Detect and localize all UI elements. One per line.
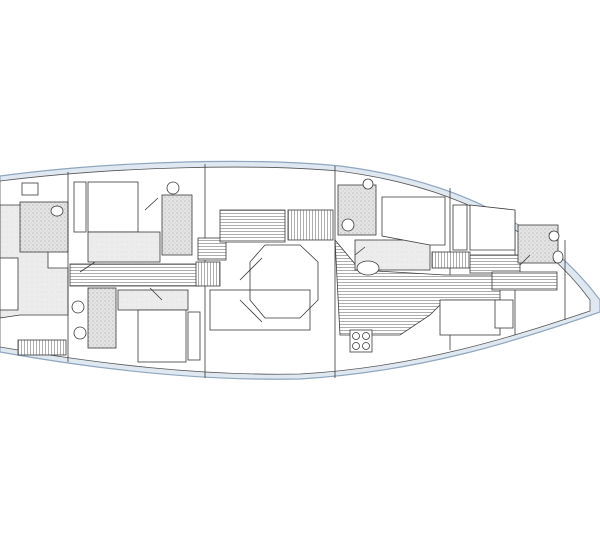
stairs-upper [197,237,227,261]
stove [349,329,373,353]
head-floor [87,287,117,349]
head-floor [161,194,193,256]
shower [71,300,85,314]
cabin-floor [87,231,161,263]
sink [548,230,560,242]
forward-corridor [469,254,521,274]
cabin-bed [381,196,446,246]
stairs [195,261,221,287]
cabin-bed [137,309,187,363]
stairs [431,251,471,269]
cabin-floor [117,289,189,311]
aft-cabin-bed [0,257,19,311]
toilet [166,181,180,195]
saloon-table [249,244,319,319]
deck-grating [219,209,286,243]
head-floor [517,224,559,264]
corridor-floor [69,263,201,287]
toilet [341,218,355,232]
interior [0,164,566,378]
toilet [73,326,87,340]
cabin-bed [87,181,139,233]
cabin-bed [469,204,516,251]
storage [17,339,67,356]
toilet [552,250,564,264]
forward-cabin-floor [491,271,558,291]
sink [362,178,374,190]
bathtub [356,260,380,276]
toilet [50,205,64,217]
sink [21,182,39,196]
